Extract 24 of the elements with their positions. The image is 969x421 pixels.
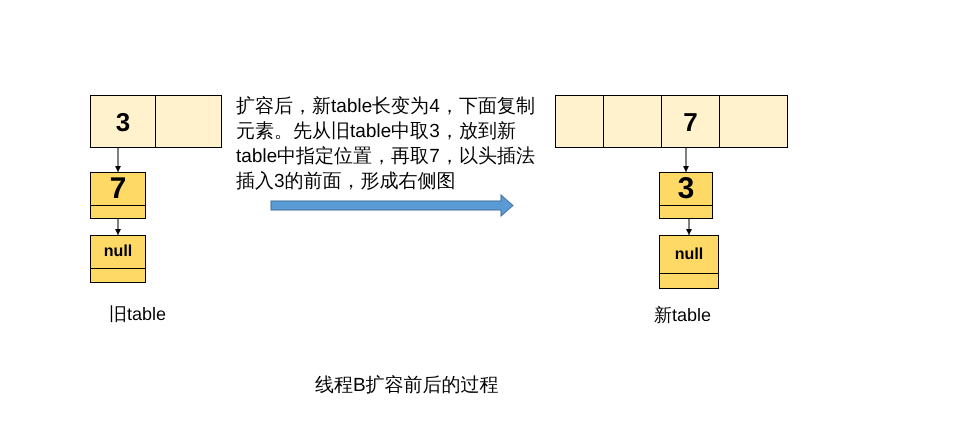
list-node: [659, 235, 719, 289]
table-caption: 新table: [654, 304, 712, 327]
table-caption: 旧table: [109, 303, 166, 326]
node-value: null: [674, 246, 704, 262]
list-node: [90, 235, 146, 283]
arrow: [115, 218, 121, 236]
list-node: [90, 172, 146, 219]
node-value: 3: [678, 174, 694, 204]
array-cell: [603, 95, 662, 148]
array-cell: [719, 95, 788, 148]
arrow: [115, 148, 121, 172]
arrow: [683, 148, 689, 172]
array-cell: [661, 95, 720, 148]
node-value: 7: [683, 108, 698, 134]
arrow: [686, 218, 692, 236]
node-value: null: [104, 244, 132, 260]
array-cell: [155, 95, 222, 148]
description-text: 扩容后，新table长变为4，下面复制元素。先从旧table中取3，放到新table中指定位置，再取7，以头插法插入3的前面，形成右侧图: [236, 95, 536, 194]
array-cell: [555, 95, 604, 148]
node-value: 3: [116, 108, 130, 134]
array-cell: [90, 95, 156, 148]
node-value: 7: [110, 174, 126, 204]
figure-caption: 线程B扩容前后的过程: [315, 374, 499, 398]
list-node: [659, 172, 713, 219]
